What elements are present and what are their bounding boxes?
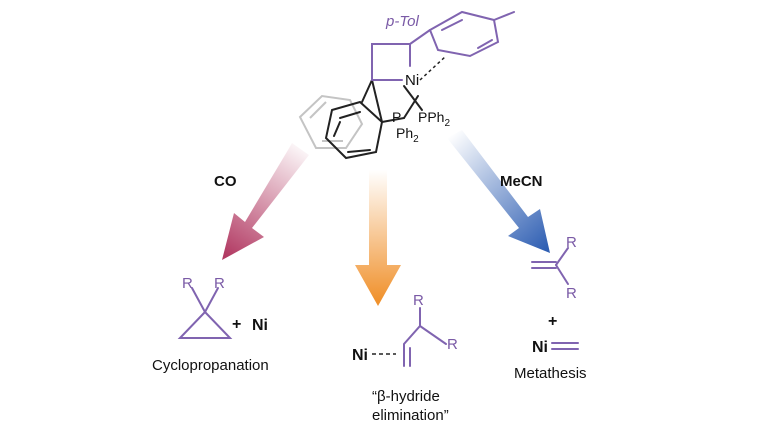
label-bh-elimination-1: “β-hydride: [372, 388, 440, 405]
nickel-complex: p-Tol Ni P PPh2 Ph2: [298, 10, 515, 160]
left-ni: Ni: [252, 317, 268, 334]
product-metathesis: R R + Ni Metathesis: [514, 234, 587, 382]
tolyl-label: p-Tol: [385, 13, 419, 30]
label-bh-elimination-2: elimination”: [372, 407, 449, 424]
pph2-label: PPh2: [418, 109, 450, 129]
middle-ni: Ni: [352, 347, 368, 364]
cyclopropane-r1: R: [182, 275, 193, 292]
p-atom-label: P: [392, 109, 401, 125]
reagent-mecn: MeCN: [500, 173, 543, 190]
arrow-right: [447, 130, 550, 253]
product-ni-alkene: Ni R R “β-hydride elimination”: [352, 292, 458, 424]
product-cyclopropane: R R + Ni Cyclopropanation: [152, 275, 269, 374]
right-ni: Ni: [532, 339, 548, 356]
arrow-middle: [355, 170, 401, 306]
alkene-r2: R: [447, 336, 458, 353]
ni-atom-label: Ni: [405, 72, 419, 89]
cyclopropane-ring: [177, 310, 233, 339]
right-plus: +: [548, 313, 557, 330]
label-cyclopropanation: Cyclopropanation: [152, 357, 269, 374]
back-aryl-ring: [298, 94, 364, 149]
reagent-co: CO: [214, 173, 237, 190]
alkene-r1: R: [413, 292, 424, 309]
metathesis-r1: R: [566, 234, 577, 251]
tolyl-ring: [428, 10, 500, 58]
ph2-label: Ph2: [396, 125, 419, 145]
metallacyclobutane: [371, 43, 411, 81]
metathesis-r2: R: [566, 285, 577, 302]
arrow-left: [222, 143, 309, 260]
cyclopropane-r2: R: [214, 275, 225, 292]
label-metathesis: Metathesis: [514, 365, 587, 382]
front-aryl-ring: [324, 100, 384, 160]
left-plus: +: [232, 316, 241, 333]
